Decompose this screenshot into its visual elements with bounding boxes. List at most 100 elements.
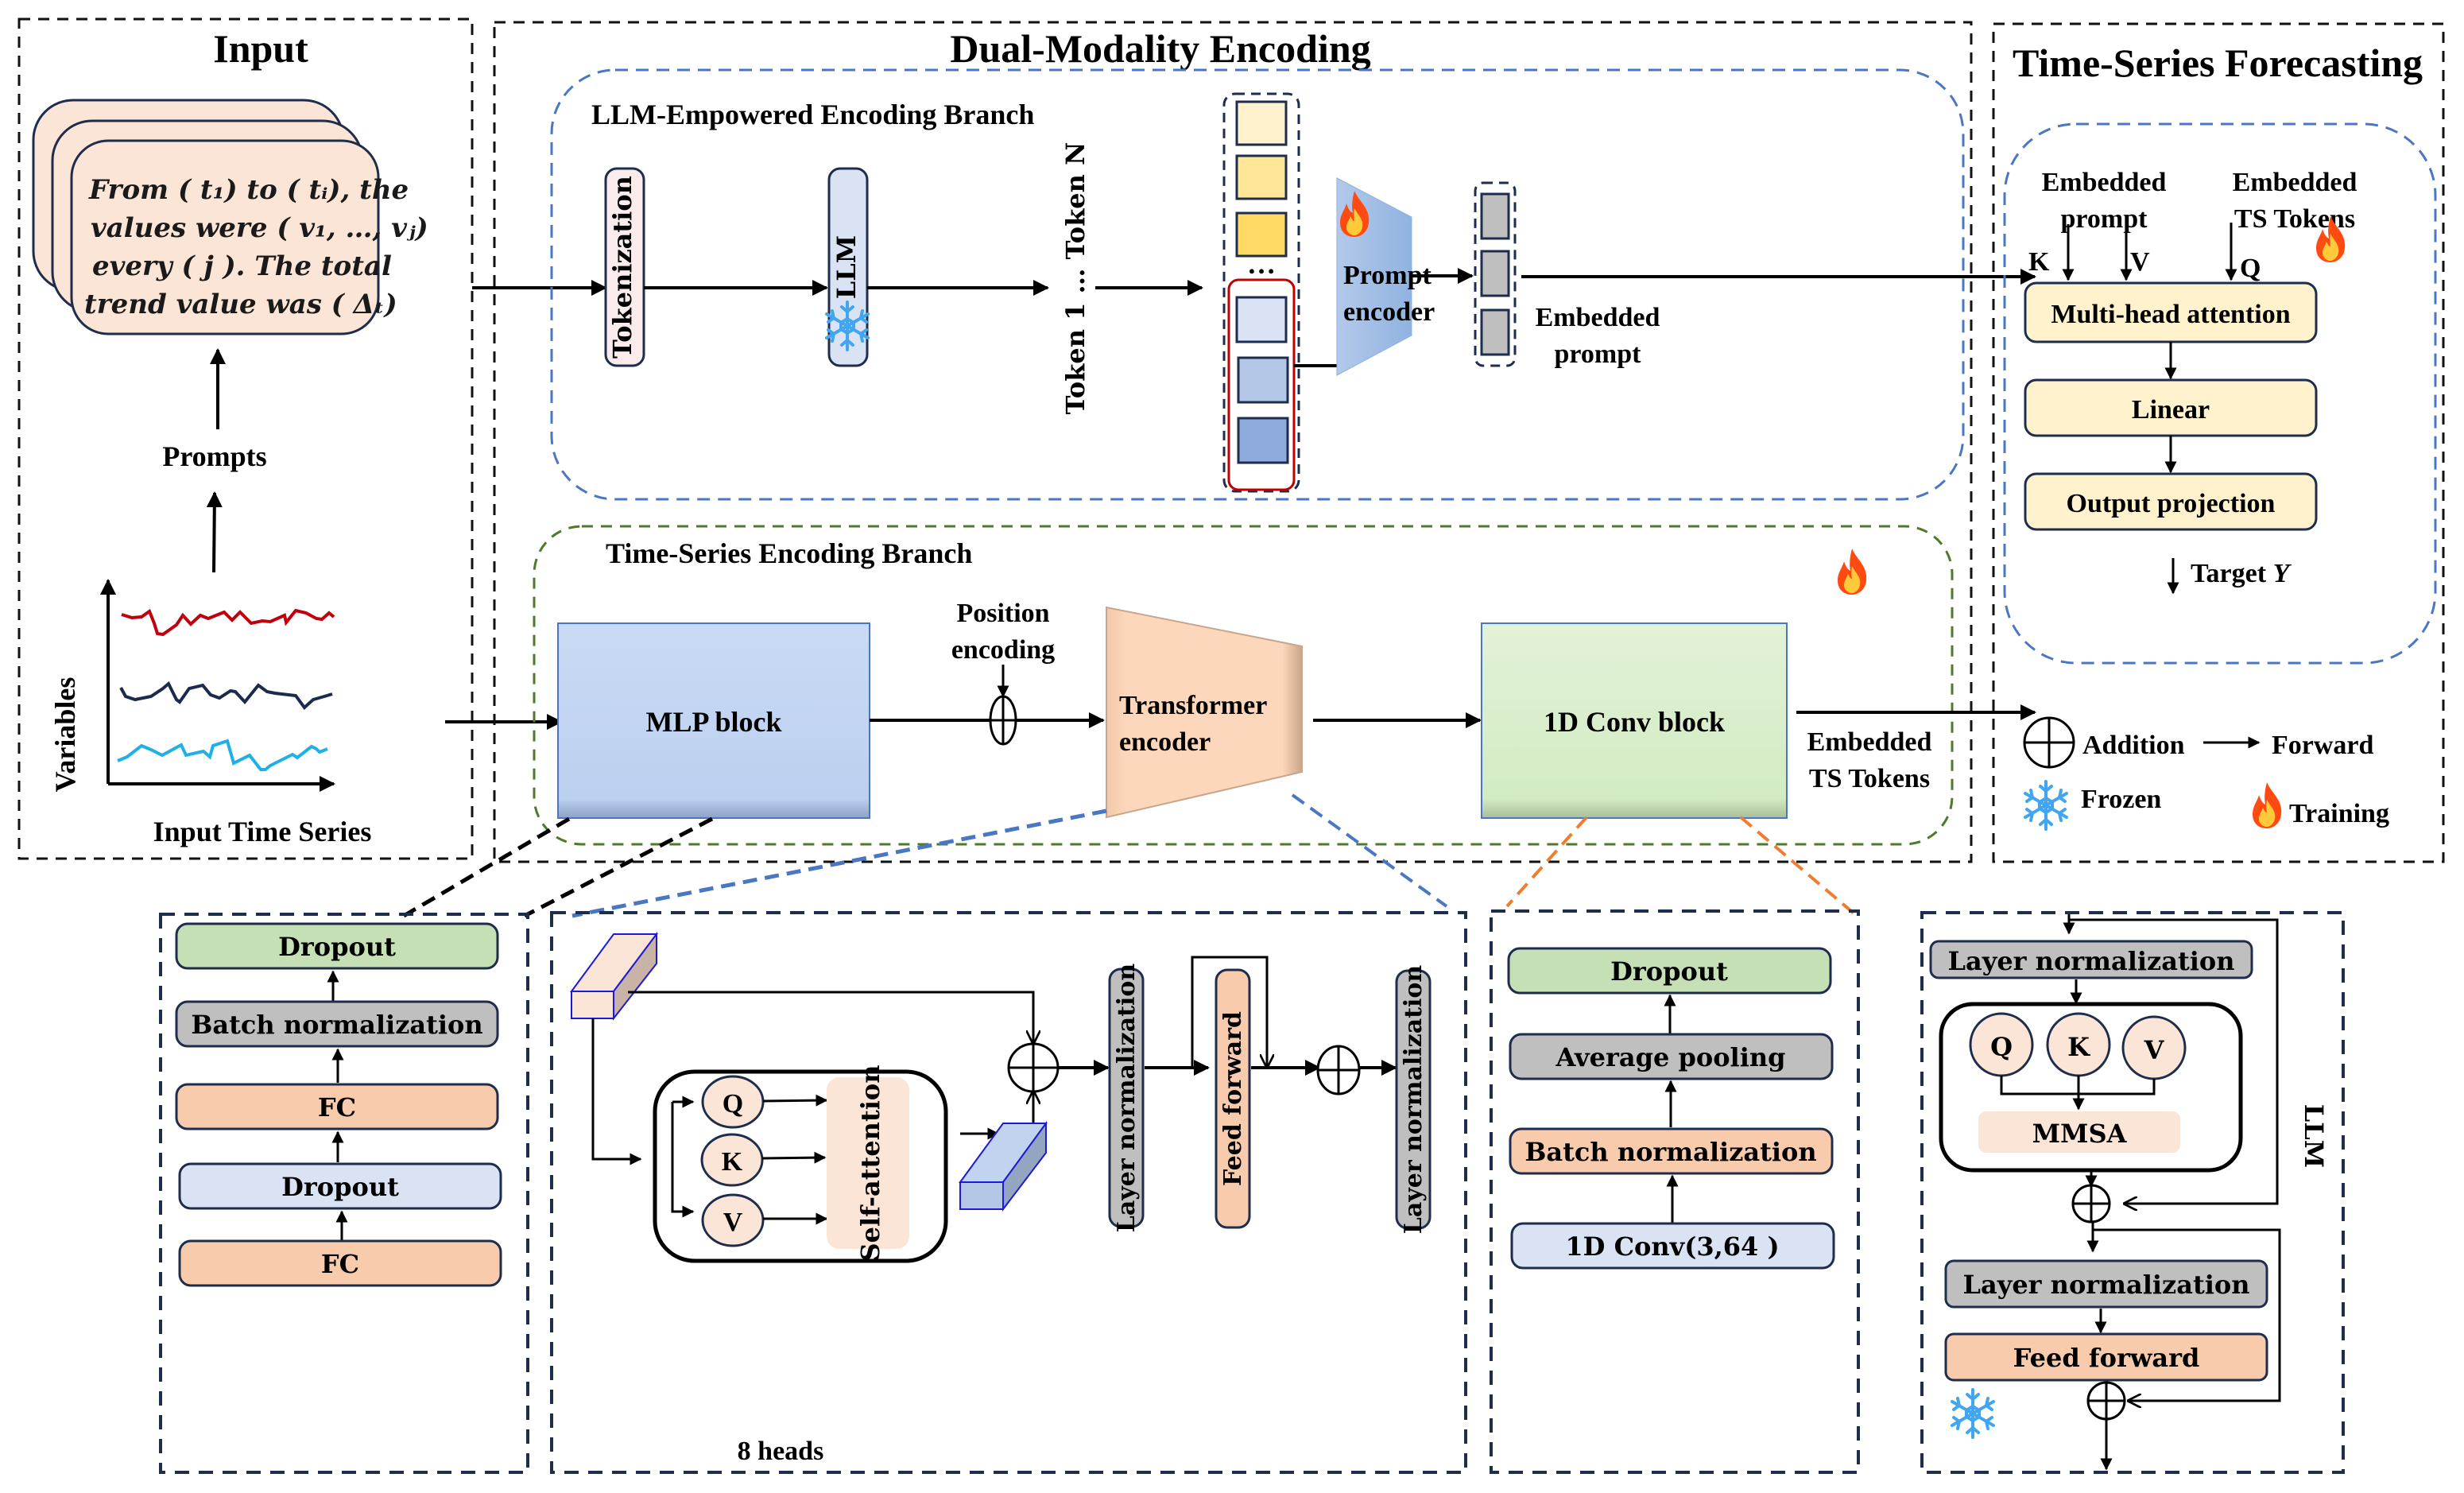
conv-block-label: Dropout	[1610, 956, 1728, 987]
training-legend-icon	[2253, 782, 2282, 828]
token-embedding-cell	[1235, 211, 1288, 258]
attention-heads-box	[653, 1069, 948, 1263]
mlp-block-label: FC	[321, 1249, 359, 1279]
embedded-ts-label: Embedded	[1807, 727, 1932, 757]
layer-norm-label-2: Layer normalization	[1400, 965, 1428, 1235]
tokenization-block	[604, 167, 645, 367]
ts-branch: Time-Series Encoding Branch MLP block Po…	[533, 525, 2036, 846]
token-embedding-column	[1222, 92, 1300, 493]
input-time-series-chart: Variables Input Time Series	[49, 579, 371, 847]
token-embedding-cell	[1237, 356, 1289, 404]
target-variable: Y	[2273, 559, 2292, 588]
k-node	[700, 1133, 764, 1187]
prompt-encoder-label: encoder	[1343, 297, 1435, 327]
llm-branch-title: LLM-Empowered Encoding Branch	[591, 99, 1034, 130]
residual-arrow-1	[628, 991, 1033, 1043]
llm-detail-border	[1920, 911, 2345, 1474]
llm-feed-forward-label: Feed forward	[2013, 1343, 2200, 1373]
input-section: Input From ( t₁) to ( tᵢ), the values we…	[17, 17, 474, 860]
token-embedding-cell	[1235, 154, 1288, 200]
mmsa-label: MMSA	[2032, 1119, 2128, 1149]
conv-1d-conv	[1510, 1222, 1835, 1270]
detail-connectors	[402, 793, 1858, 918]
series-line-cyan	[117, 739, 328, 771]
mlp-block-label: MLP block	[645, 706, 781, 738]
frozen-snowflake-icon	[1951, 1388, 1995, 1439]
target-label: Target Y	[2191, 559, 2292, 588]
legend: Addition Forward Frozen Training	[2023, 716, 2389, 831]
arrow-to-v	[671, 1102, 695, 1218]
arrow-to-prompts	[206, 491, 223, 573]
llm-residual-1	[2069, 918, 2279, 1204]
embedded-ts-label: TS Tokens	[1809, 764, 1930, 793]
llm-feed-forward	[1944, 1332, 2268, 1382]
prompt-line: trend value was ( Δₜ)	[84, 289, 397, 320]
training-flame-icon	[1838, 549, 1867, 595]
conv-avg-pooling	[1509, 1033, 1834, 1080]
legend-addition: Addition	[2082, 731, 2185, 760]
transformer-encoder-label: encoder	[1119, 727, 1211, 757]
q-label: Q	[2240, 254, 2261, 283]
position-encoding-label: Position	[956, 599, 1049, 628]
transformer-encoder-block	[1106, 606, 1303, 819]
mha-label: Multi-head attention	[2051, 300, 2290, 329]
layer-norm-block-1	[1108, 968, 1145, 1228]
transformer-encoder-label: Transformer	[1119, 691, 1267, 720]
embedded-prompt-cell	[1480, 308, 1510, 356]
target-text: Target	[2191, 559, 2267, 588]
llm-v-label: V	[2144, 1035, 2165, 1065]
fc-embedded-ts-label: Embedded	[2233, 168, 2357, 197]
linear-label: Linear	[2132, 395, 2210, 425]
embedded-prompt-label: Embedded	[1536, 303, 1660, 332]
k-label: K	[2028, 247, 2050, 277]
k-node-label: K	[722, 1147, 743, 1177]
embedded-prompt-cell	[1480, 250, 1510, 297]
transformer-detail-border	[550, 911, 1467, 1474]
mlp-block-label: Dropout	[278, 932, 396, 962]
dual-modality-title: Dual-Modality Encoding	[950, 26, 1370, 71]
v-label: V	[2130, 247, 2150, 277]
layer-norm-block-2	[1395, 969, 1432, 1230]
llm-layer-norm-label: Layer normalization	[1947, 946, 2234, 976]
input-section-border	[17, 17, 474, 860]
fc-embedded-prompt-label: prompt	[2061, 204, 2148, 234]
self-attention-label: Self-attention	[855, 1065, 885, 1262]
transformer-detail-panel: Q K V Self-attention Layer normalization…	[550, 911, 1467, 1474]
legend-training: Training	[2289, 799, 2389, 828]
conv-detail-border	[1490, 909, 1860, 1474]
conv-block-label: Average pooling	[1555, 1042, 1786, 1072]
layer-norm-label-1: Layer normalization	[1113, 964, 1141, 1233]
conv-batchnorm	[1509, 1127, 1834, 1175]
mlp-block-label: FC	[318, 1092, 356, 1123]
ts-branch-title: Time-Series Encoding Branch	[606, 537, 972, 569]
llm-block	[827, 167, 869, 367]
mlp-block-label: Dropout	[281, 1172, 399, 1202]
q-node	[701, 1075, 765, 1129]
mlp-dropout-bottom	[178, 1162, 502, 1210]
legend-forward: Forward	[2272, 731, 2374, 760]
output-projection-block	[2024, 472, 2318, 531]
prompts-label: Prompts	[162, 440, 266, 472]
selected-tokens-highlight	[1227, 278, 1296, 491]
conv-block	[1481, 622, 1788, 819]
token-ellipsis: …	[1247, 248, 1276, 280]
llm-layer-norm-2	[1944, 1259, 2268, 1309]
prompt-line: every ( j ). The total	[92, 250, 392, 282]
mlp-block	[557, 622, 870, 819]
llm-q-label: Q	[1990, 1032, 2013, 1062]
conv-block-label: 1D Conv block	[1544, 706, 1725, 738]
residual-arrow-2	[1191, 956, 1267, 1068]
series-line-red	[121, 608, 335, 637]
addition-icon	[1316, 1045, 1361, 1096]
embedded-prompt-column	[1474, 181, 1517, 367]
fc-embedded-prompt-label: Embedded	[2042, 168, 2167, 197]
frozen-legend-icon	[2024, 780, 2068, 831]
forecasting-title: Time-Series Forecasting	[2013, 41, 2423, 85]
mlp-block-label: Batch normalization	[191, 1010, 482, 1040]
series-line-navy	[119, 681, 333, 710]
llm-side-label: LLM	[2299, 1104, 2329, 1168]
mlp-detail-panel: Dropout Batch normalization FC Dropout F…	[159, 913, 529, 1474]
arrow-to-k	[591, 1018, 642, 1165]
mlp-dropout-top	[175, 922, 499, 970]
input-title: Input	[213, 26, 308, 71]
